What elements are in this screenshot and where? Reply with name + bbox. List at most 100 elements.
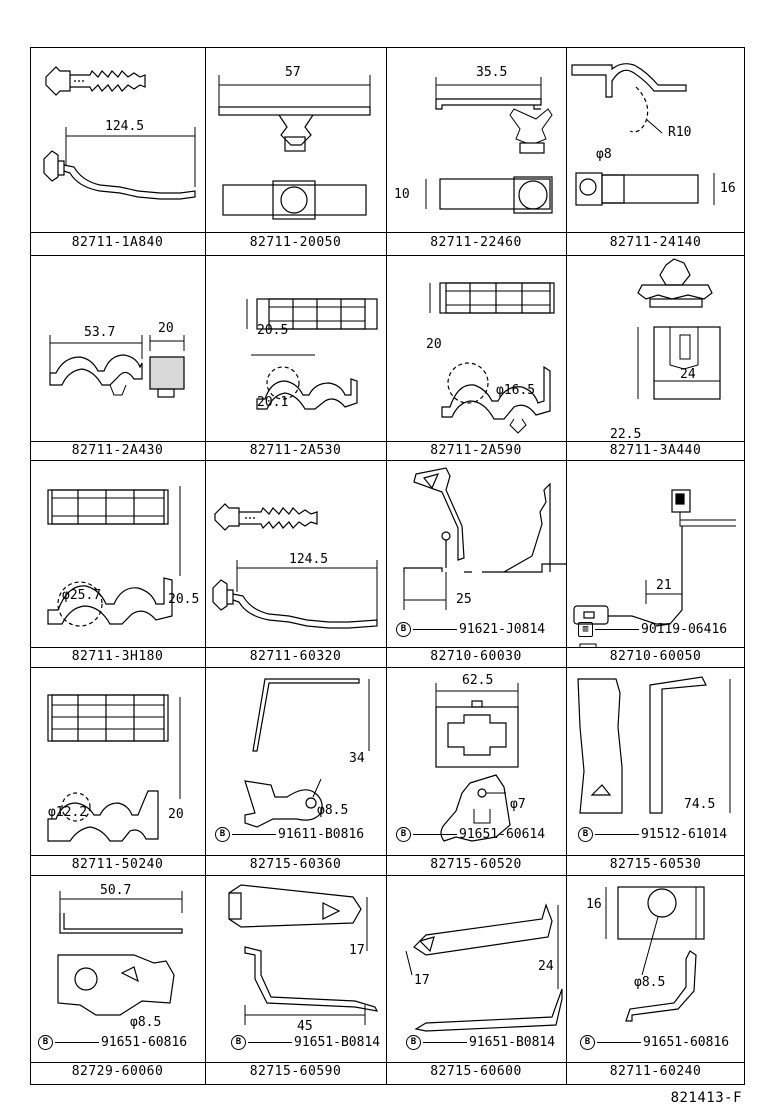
row-divider [30,1062,745,1063]
part-number: 82711-60320 [249,649,342,664]
stay-34-drawing [244,678,370,828]
part-number: 82711-3H180 [71,649,164,664]
clip-plate-drawing [637,258,721,400]
part-cell: 124.5 82711-1A840 [30,47,205,255]
bolt-icon: B [231,1035,246,1050]
part-cell: 124.5 82711-60320 [205,460,386,667]
part-cell: 20.5 20.1 82711-2A530 [205,255,386,460]
clamp-12-drawing [47,694,181,842]
push-rivet-tie-b-drawing [212,503,378,629]
bolt-icon: B [215,827,230,842]
part-number: 82715-60520 [430,857,522,872]
dimension-label: φ8.5 [634,975,666,990]
dimension-label: 20 [168,807,184,822]
bolt-part-number: 91651-60614 [459,827,546,842]
part-cell: 20 φ16.5 82711-2A590 [386,255,566,460]
dimension-label: 34 [349,751,365,766]
dimension-label: 17 [349,943,365,958]
row-divider [30,441,745,442]
column-divider [386,47,387,1085]
part-number: 82710-60050 [609,649,702,664]
dimension-label: 45 [297,1019,313,1034]
grid-frame [30,47,745,1085]
part-cell: 21 ▥90119-06416 82710-60050 [566,460,745,667]
plate-clip-drawing [435,683,519,842]
clip-57-drawing [218,75,371,220]
dimension-label: 16 [720,181,736,196]
dimension-label: 57 [285,65,301,80]
part-cell: 24 24 22.5 82711-3A440 [566,255,745,460]
dimension-label: 124.5 [289,552,329,567]
dimension-label: φ12.2 [48,805,88,820]
part-number: 82711-1A840 [71,235,164,250]
stay-bracket-drawing [403,467,566,610]
row-divider [30,875,745,876]
dimension-label: φ7 [510,797,526,812]
dimension-label: 20 [426,337,442,352]
bolt-part-number: 91651-60816 [101,1035,188,1050]
row-divider [30,667,745,668]
bolt-icon: B [396,827,411,842]
part-cell: 62.5 φ7 B 91651-60614 82715-60520 [386,667,566,875]
dimension-label: 50.7 [100,883,132,898]
part-number: 82711-2A530 [249,443,342,458]
dimension-label: 124.5 [105,119,145,134]
part-number: 82729-60060 [71,1064,164,1079]
part-cell: φ12.2 20 82711-50240 [30,667,205,875]
drawing-code: 821413-F [670,1090,742,1106]
parts-grid: 124.5 82711-1A840 57 82711-20050 [30,47,745,1085]
dimension-label: 24 [538,959,554,974]
row-divider [30,255,745,256]
dimension-label: φ8.5 [130,1015,162,1030]
dimension-label: 25 [456,592,472,607]
part-number: 82711-60240 [609,1064,702,1079]
part-cell: φ25.7 20.5 82711-3H180 [30,460,205,667]
bolt-icon: B [580,1035,595,1050]
part-cell: 57 82711-20050 [205,47,386,255]
screw-icon: ▥ [578,622,593,637]
row-divider [30,647,745,648]
dimension-label: 53.7 [84,325,116,340]
part-cell: R10 φ8 16 82711-24140 [566,47,745,255]
dimension-label: φ8 [596,147,612,162]
part-cell: 53.7 20 82711-2A430 [30,255,205,460]
dimension-label: 16 [586,897,602,912]
dimension-line [65,127,196,187]
bolt-icon: B [406,1035,421,1050]
part-cell: 50.7 φ8.5 B 91651-60816 82729-60060 [30,875,205,1085]
bolt-callout: B 91651-60614 [396,827,545,842]
part-number: 82711-2A430 [71,443,164,458]
column-divider [205,47,206,1085]
clamp-25-drawing [47,486,181,627]
dimension-label: φ8.5 [317,803,349,818]
part-number: 82715-60590 [249,1064,342,1079]
bolt-icon: B [38,1035,53,1050]
dimension-label: 24 [680,367,696,382]
part-number: 82710-60030 [430,649,522,664]
bracket-clip-drawing [571,63,715,206]
bolt-part-number: 91651-60816 [643,1035,730,1050]
part-number: 82711-22460 [430,235,522,250]
part-number: 82711-20050 [249,235,342,250]
part-cell: 35.5 10 82711-22460 [386,47,566,255]
long-stay-drawing [577,676,731,814]
dimension-label: R10 [668,125,692,140]
dimension-label: 22.5 [610,427,642,442]
row-divider [30,460,745,461]
dimension-label: φ25.7 [62,588,102,603]
dimension-label: 20 [158,321,174,336]
double-clamp-drawing [49,335,185,398]
dimension-label: φ16.5 [496,383,536,398]
dimension-label: 62.5 [462,673,494,688]
wire-bracket-drawing [573,489,736,647]
part-number: 82715-60600 [430,1064,522,1079]
angled-stay-drawing [405,903,563,1032]
bolt-callout: B 91651-60816 [580,1035,729,1050]
clip-plate-b-drawing [605,886,705,1022]
push-rivet-tie-drawing [43,66,196,200]
